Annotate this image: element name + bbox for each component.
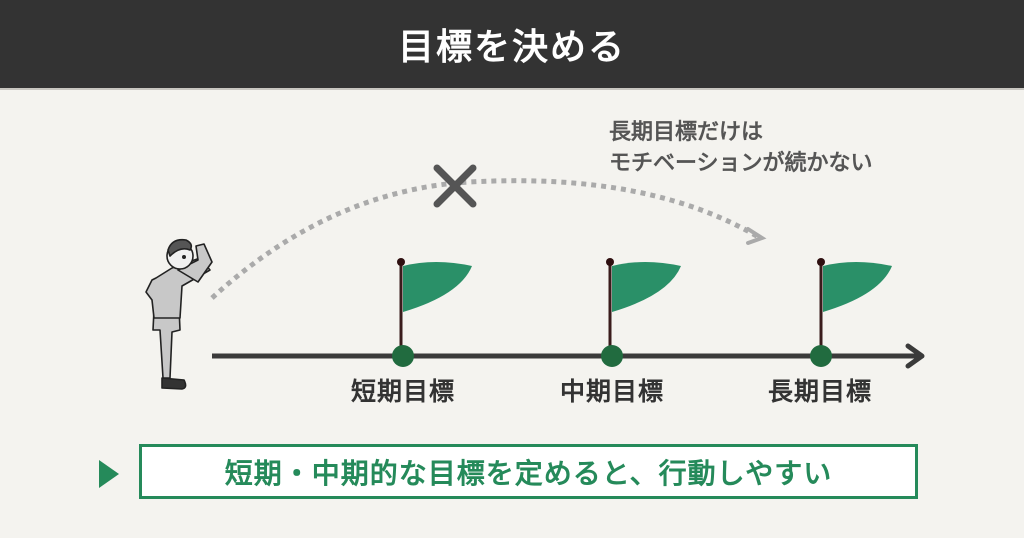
- axis-arrowhead-icon: [905, 343, 925, 369]
- annotation-line-1: 長期目標だけは: [609, 120, 764, 145]
- milestone-label-short-term: 短期目標: [350, 377, 455, 406]
- flag-mid-term-icon: [601, 258, 681, 367]
- cross-icon: [433, 164, 477, 208]
- person-illustration: [145, 238, 213, 390]
- dotted-jump-path: [210, 178, 762, 300]
- annotation-note: 長期目標だけは モチベーションが続かない: [609, 117, 873, 179]
- conclusion-text: 短期・中期的な目標を定めると、行動しやすい: [224, 456, 833, 490]
- header-bar: 目標を決める: [0, 0, 1024, 88]
- annotation-line-2: モチベーションが続かない: [609, 151, 873, 176]
- dotted-arrowhead-icon: [746, 227, 767, 245]
- milestone-label-mid-term: 中期目標: [559, 377, 664, 406]
- flag-long-term-icon: [810, 258, 892, 367]
- flag-short-term-icon: [392, 258, 472, 367]
- triangle-pointer-icon: [99, 460, 119, 488]
- milestone-label-long-term: 長期目標: [767, 377, 872, 406]
- page-title: 目標を決める: [397, 27, 626, 68]
- conclusion-callout: 短期・中期的な目標を定めると、行動しやすい: [139, 444, 918, 499]
- header-divider: [0, 88, 1024, 90]
